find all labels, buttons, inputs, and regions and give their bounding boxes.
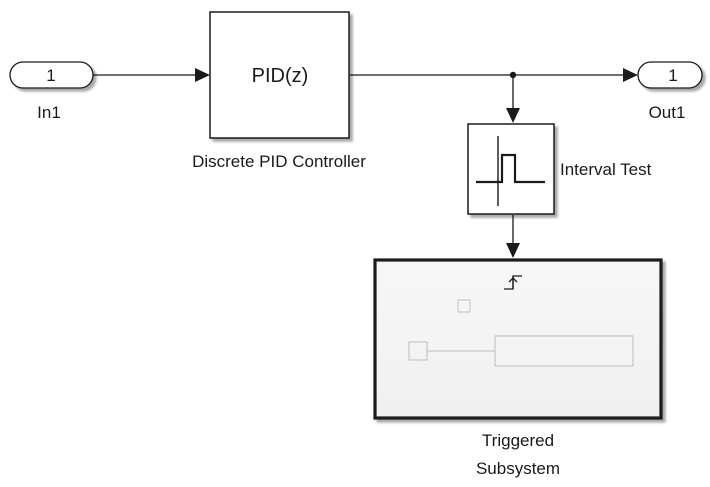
- pid-block-shape[interactable]: [209, 11, 350, 139]
- outport-number: 1: [668, 66, 677, 85]
- inport-name: In1: [37, 103, 61, 122]
- pulse-icon: [476, 136, 545, 206]
- arrowheads: [195, 68, 638, 258]
- inport-shape[interactable]: [9, 61, 94, 89]
- inport-number: 1: [46, 66, 55, 85]
- arrowhead-interval-input: [506, 108, 520, 123]
- interval-test-name: Interval Test: [560, 160, 652, 179]
- subsystem-name-line1: Triggered: [482, 431, 554, 450]
- arrowhead-pid-input: [195, 68, 210, 82]
- arrowhead-subsystem-trigger: [506, 243, 520, 258]
- pid-controller-block[interactable]: PID(z): [209, 11, 350, 139]
- interval-test-block[interactable]: [467, 123, 555, 215]
- arrowhead-out1-input: [623, 68, 638, 82]
- branch-point: [509, 71, 517, 79]
- outport-out1-block[interactable]: 1: [637, 61, 703, 89]
- signal-lines: [93, 74, 625, 245]
- triggered-subsystem-block[interactable]: [373, 258, 663, 420]
- preview-trigger-port: [457, 299, 471, 313]
- inport-in1-block[interactable]: 1: [9, 61, 94, 89]
- pid-block-text: PID(z): [252, 65, 309, 87]
- trigger-icon: [504, 275, 522, 290]
- outport-name: Out1: [649, 103, 686, 122]
- outport-shape[interactable]: [637, 61, 703, 89]
- interval-test-shape[interactable]: [467, 123, 555, 215]
- subsystem-name-line2: Subsystem: [476, 459, 560, 478]
- pid-block-name: Discrete PID Controller: [192, 152, 366, 171]
- preview-block: [494, 335, 634, 367]
- subsystem-preview: [408, 299, 634, 367]
- subsystem-shape[interactable]: [373, 258, 663, 420]
